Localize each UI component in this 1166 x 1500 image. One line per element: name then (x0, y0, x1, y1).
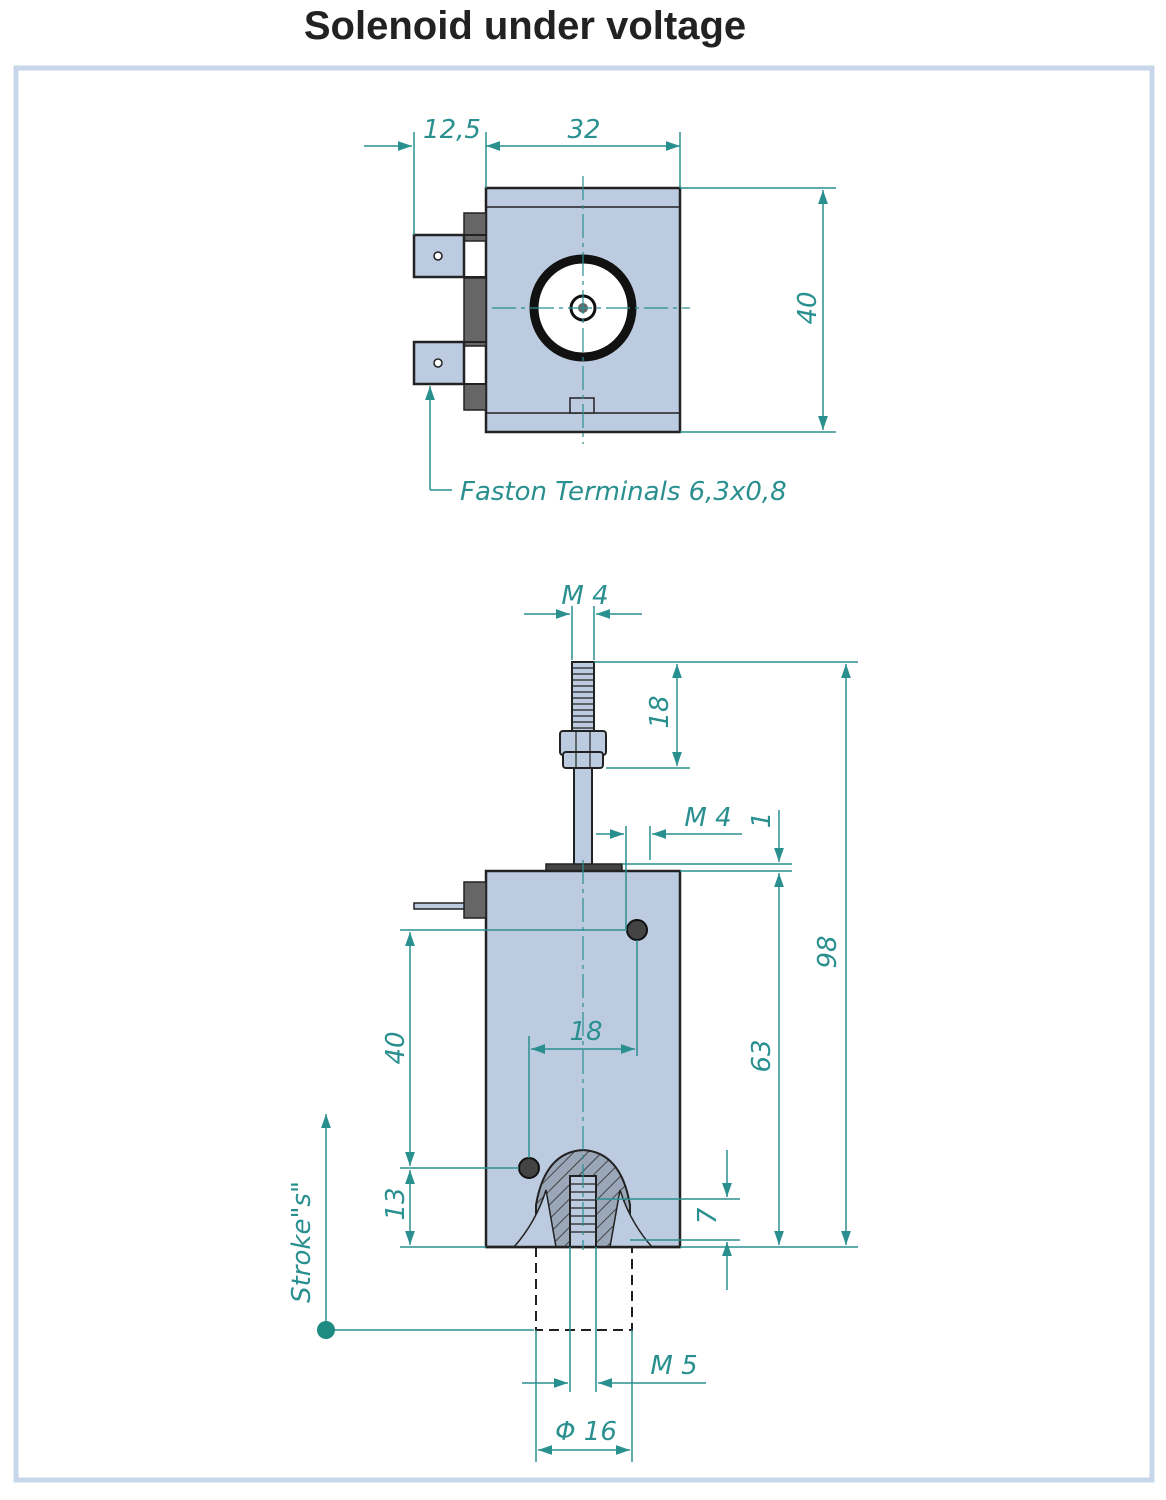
faston-terminal-upper (412, 233, 486, 279)
dim-hole-offset-bottom: 13 (381, 1187, 411, 1220)
side-view-dimensions (321, 606, 858, 1462)
dim-plunger-thread: M 5 (650, 1351, 697, 1381)
dim-width-32: 32 (567, 115, 600, 145)
faston-callout: Faston Terminals 6,3x0,8 (460, 477, 787, 507)
dim-mount-thread: M 4 (684, 803, 731, 833)
mount-hole-upper (626, 919, 648, 941)
mount-hole-lower (518, 1157, 540, 1179)
dim-stud-length: 18 (645, 695, 675, 728)
dim-hole-spacing-vertical: 40 (381, 1031, 411, 1064)
dim-total-height: 98 (813, 935, 843, 968)
top-view-dimensions (364, 132, 836, 491)
drawing-frame (13, 65, 1155, 1483)
faston-terminal-lower (412, 340, 486, 386)
stroke-origin-dot (317, 1321, 335, 1339)
dim-thread-depth: 7 (693, 1207, 723, 1224)
dim-hole-spacing-horizontal: 18 (569, 1017, 602, 1047)
dim-gap: 1 (747, 812, 777, 829)
dim-height-40: 40 (793, 291, 823, 324)
dim-body-height: 63 (747, 1039, 777, 1072)
top-view (412, 176, 690, 444)
stroke-label: Stroke"s" (287, 1181, 317, 1303)
plunger-shaft (573, 767, 593, 866)
dim-terminal-offset: 12,5 (423, 115, 481, 145)
side-view (413, 661, 682, 1331)
plunger-stroke-outline (535, 1247, 633, 1331)
dim-plunger-diameter: Φ 16 (555, 1417, 617, 1447)
dim-stud-thread: M 4 (561, 581, 608, 611)
page-title: Solenoid under voltage (303, 4, 747, 48)
